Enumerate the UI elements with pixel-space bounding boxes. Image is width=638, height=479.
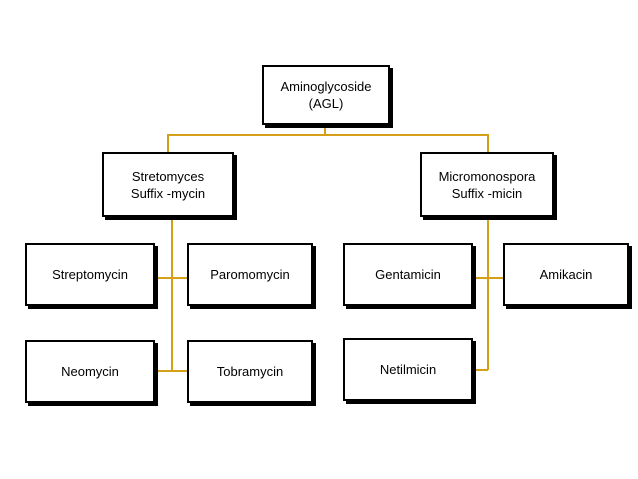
group-suffix: Suffix -mycin <box>130 185 206 201</box>
drug-node-paromomycin: Paromomycin <box>187 243 313 306</box>
root-subtitle: (AGL) <box>308 96 344 111</box>
drug-node-tobramycin: Tobramycin <box>187 340 313 403</box>
drug-node-netilmicin: Netilmicin <box>343 338 473 401</box>
drug-node-neomycin: Neomycin <box>25 340 155 403</box>
group-suffix: Suffix -micin <box>451 185 523 201</box>
drug-label: Tobramycin <box>216 364 284 379</box>
group-node-stretomyces: Stretomyces Suffix -mycin <box>102 152 234 217</box>
drug-node-streptomycin: Streptomycin <box>25 243 155 306</box>
group-title: Stretomyces <box>131 168 205 184</box>
group-title: Micromonospora <box>438 168 536 184</box>
drug-label: Neomycin <box>61 364 119 379</box>
connector-paths <box>155 126 503 372</box>
drug-label: Paromomycin <box>210 267 290 282</box>
group-node-micromonospora: Micromonospora Suffix -micin <box>420 152 554 217</box>
drug-node-amikacin: Amikacin <box>503 243 629 306</box>
drug-label: Gentamicin <box>375 267 441 282</box>
drug-node-gentamicin: Gentamicin <box>343 243 473 306</box>
root-node-aminoglycoside: Aminoglycoside (AGL) <box>262 65 390 125</box>
drug-label: Streptomycin <box>52 267 128 282</box>
root-title: Aminoglycoside <box>280 79 372 94</box>
drug-label: Netilmicin <box>379 362 437 377</box>
drug-label: Amikacin <box>539 267 593 282</box>
